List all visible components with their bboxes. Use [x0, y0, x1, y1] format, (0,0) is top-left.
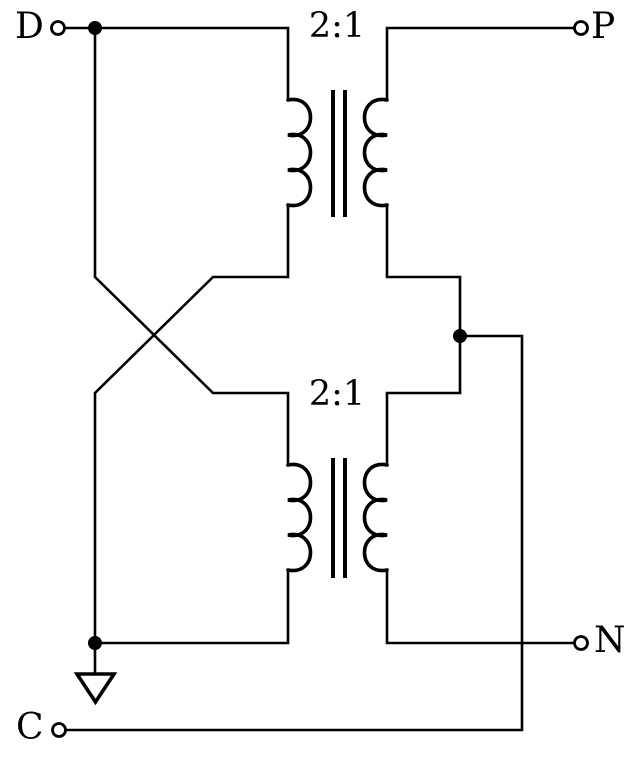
bottom-transformer-secondary-coil	[362, 462, 389, 573]
wire-bottom-secondary-to-n	[385, 570, 581, 645]
junction-dot-d-node	[88, 21, 102, 35]
terminal-circle-n	[573, 635, 589, 651]
terminal-label-p: P	[591, 6, 616, 47]
terminal-circle-p	[573, 20, 589, 36]
wire-p-to-top-secondary	[385, 26, 581, 100]
bottom-transformer-ratio-label: 2:1	[308, 374, 366, 414]
terminal-circles	[50, 20, 589, 738]
transformer-windings	[286, 97, 389, 573]
terminal-label-d: D	[15, 6, 44, 47]
bottom-transformer-primary-coil	[286, 462, 313, 573]
wires	[58, 26, 581, 732]
wire-d-node-to-bottom-primary	[93, 28, 290, 465]
terminal-label-n: N	[594, 620, 626, 661]
junction-dots	[88, 21, 467, 650]
ground-icon	[73, 672, 118, 706]
wire-junction-to-c	[59, 334, 524, 732]
junction-dot-ground-node	[88, 636, 102, 650]
wire-d-to-top-primary	[58, 26, 290, 100]
junction-dot-secondary-node	[453, 329, 467, 343]
top-transformer-primary-coil	[286, 97, 313, 208]
wire-top-primary-to-ground-node	[93, 205, 290, 643]
wire-ground-node-to-bottom-primary	[95, 570, 290, 645]
terminal-circle-d	[50, 20, 66, 36]
wire-secondary-link	[385, 205, 462, 465]
terminal-circle-c	[51, 722, 67, 738]
top-transformer-secondary-coil	[362, 97, 389, 208]
transformer-cores	[331, 90, 347, 578]
terminal-label-c: C	[16, 707, 44, 748]
top-transformer-ratio-label: 2:1	[308, 6, 366, 46]
